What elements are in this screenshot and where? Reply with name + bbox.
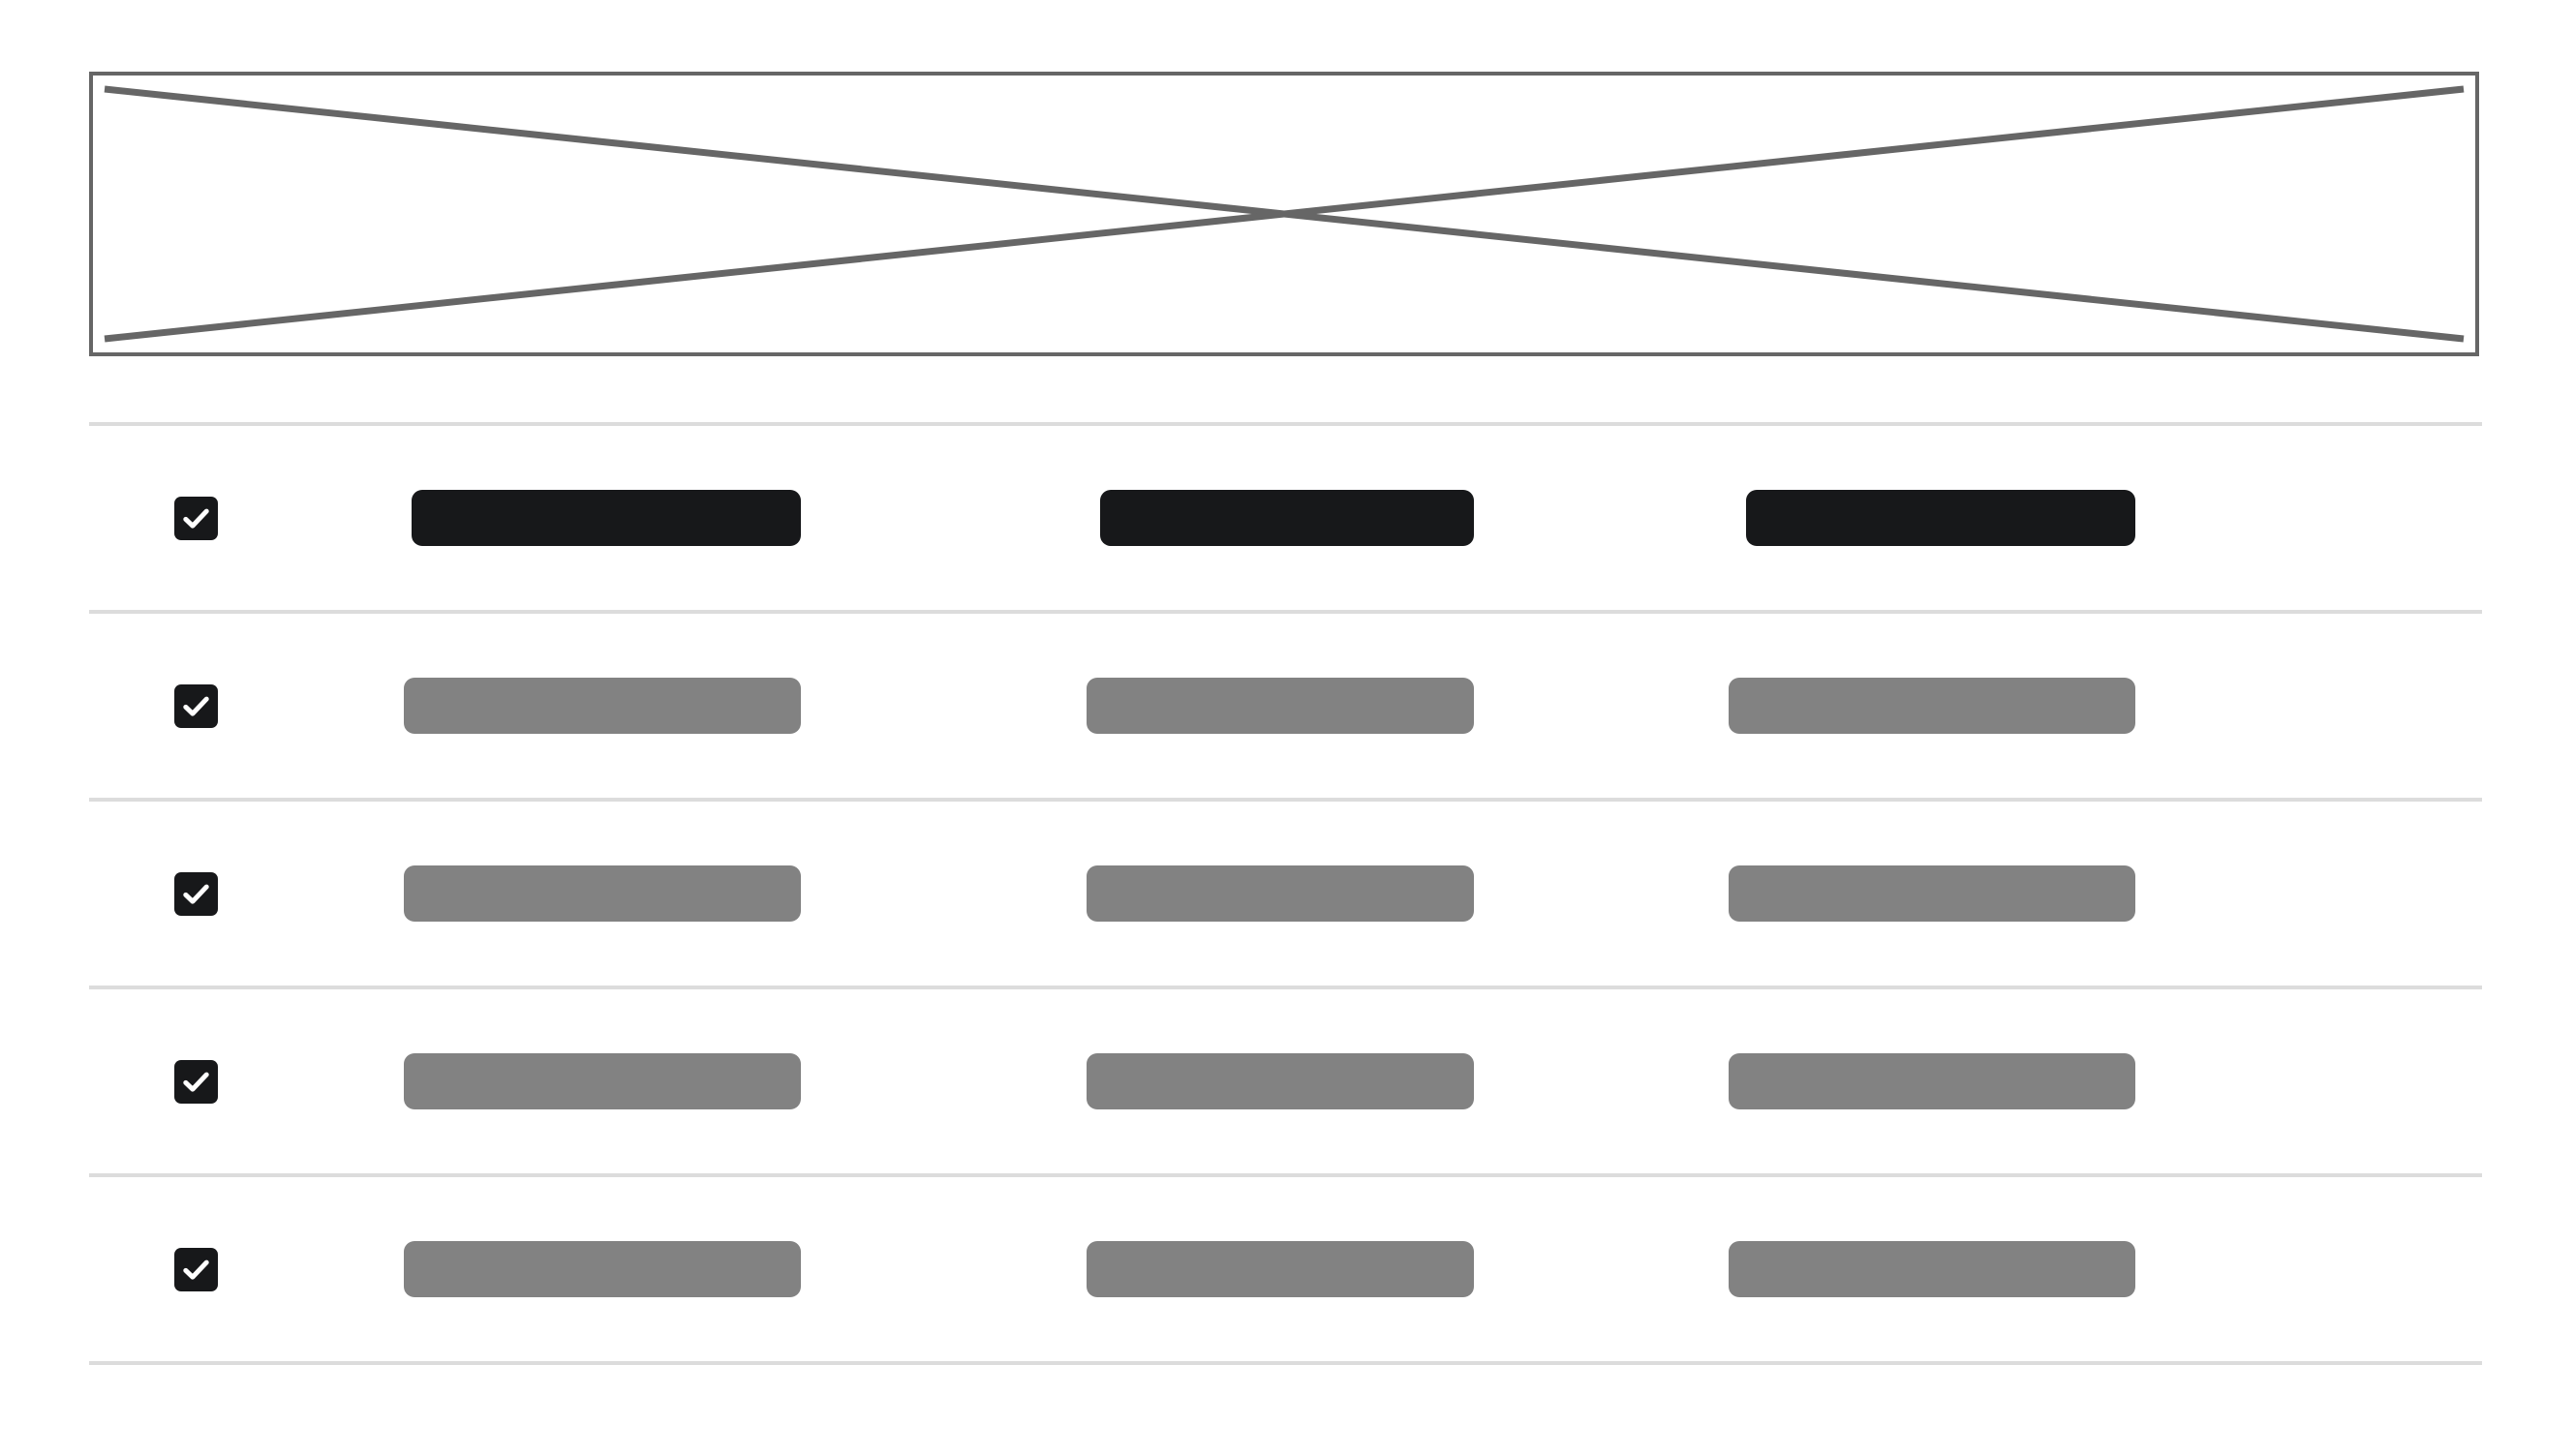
row-divider <box>89 610 2482 614</box>
row-checkbox[interactable] <box>174 496 218 540</box>
row-cell-col3 <box>1729 490 2135 546</box>
content-placeholder-bar <box>1087 678 1474 734</box>
row-divider-bottom <box>89 1361 2482 1365</box>
content-placeholder-bar <box>1087 1053 1474 1109</box>
row-cell-col1 <box>404 678 801 734</box>
check-icon <box>180 1066 212 1098</box>
row-cell-col3 <box>1729 1241 2135 1297</box>
row-cell-col2 <box>1087 1053 1474 1109</box>
table-row[interactable] <box>89 1177 2482 1361</box>
content-placeholder-bar <box>1087 865 1474 922</box>
content-placeholder-bar <box>1746 490 2135 546</box>
row-select-cell[interactable] <box>89 1247 404 1291</box>
content-placeholder-bar <box>1729 1241 2135 1297</box>
row-cell-col1 <box>404 1241 801 1297</box>
content-placeholder-bar <box>404 678 801 734</box>
row-cell-col2 <box>1087 865 1474 922</box>
row-divider-top <box>89 422 2482 426</box>
table-row[interactable] <box>89 989 2482 1173</box>
content-placeholder-bar <box>404 1053 801 1109</box>
content-placeholder-bar <box>1729 678 2135 734</box>
content-placeholder-bar <box>412 490 801 546</box>
row-select-cell[interactable] <box>89 496 404 540</box>
row-cell-col1 <box>404 865 801 922</box>
row-cell-col3 <box>1729 1053 2135 1109</box>
row-divider <box>89 798 2482 802</box>
row-cell-col1 <box>404 490 801 546</box>
check-icon <box>180 1254 212 1286</box>
row-checkbox[interactable] <box>174 683 218 728</box>
row-divider <box>89 986 2482 989</box>
content-placeholder-bar <box>1100 490 1474 546</box>
row-cell-col3 <box>1729 865 2135 922</box>
row-cell-col1 <box>404 1053 801 1109</box>
check-icon <box>180 502 212 534</box>
table-row[interactable] <box>89 802 2482 986</box>
row-cell-col2 <box>1087 678 1474 734</box>
content-placeholder-bar <box>1729 865 2135 922</box>
table-row[interactable] <box>89 614 2482 798</box>
row-checkbox[interactable] <box>174 1247 218 1291</box>
check-icon <box>180 690 212 722</box>
content-placeholder-bar <box>1087 1241 1474 1297</box>
row-cell-col2 <box>1087 490 1474 546</box>
row-divider <box>89 1173 2482 1177</box>
row-select-cell[interactable] <box>89 683 404 728</box>
table-row[interactable] <box>89 426 2482 610</box>
row-cell-col3 <box>1729 678 2135 734</box>
content-placeholder-bar <box>1729 1053 2135 1109</box>
placeholder-table <box>89 422 2482 1365</box>
content-placeholder-bar <box>404 1241 801 1297</box>
row-select-cell[interactable] <box>89 1059 404 1104</box>
check-icon <box>180 878 212 910</box>
row-checkbox[interactable] <box>174 1059 218 1104</box>
row-select-cell[interactable] <box>89 871 404 916</box>
broken-image-icon <box>93 76 2475 352</box>
broken-image-placeholder <box>89 72 2479 356</box>
row-checkbox[interactable] <box>174 871 218 916</box>
row-cell-col2 <box>1087 1241 1474 1297</box>
content-placeholder-bar <box>404 865 801 922</box>
